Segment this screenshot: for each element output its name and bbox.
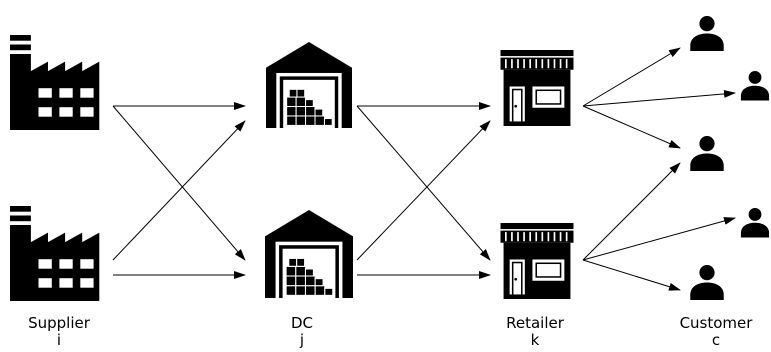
store-icon	[499, 50, 575, 126]
arrow-dc2-retailer1	[356, 120, 491, 261]
arrow-retailer1-customer3	[582, 105, 681, 149]
person-icon	[740, 71, 770, 101]
supplier-index: i	[57, 331, 61, 349]
arrow-supplier1-dc2	[112, 105, 246, 261]
dc-label: DC	[291, 314, 313, 332]
arrow-retailer1-customer2	[582, 89, 736, 107]
arrow-retailer2-customer3	[582, 162, 681, 261]
retailer-label: Retailer	[506, 314, 565, 332]
warehouse-icon	[265, 42, 353, 128]
customer-label: Customer	[680, 314, 754, 332]
dc-index: j	[299, 331, 304, 349]
arrow-supplier2-dc1	[112, 120, 246, 261]
flow-arrows	[112, 47, 736, 291]
arrow-retailer1-customer1	[582, 47, 681, 107]
person-icon	[690, 265, 724, 300]
person-icon	[690, 136, 724, 171]
customer-index: c	[712, 331, 720, 349]
arrow-retailer2-customer4	[582, 217, 736, 261]
person-icon	[740, 208, 770, 238]
arrow-dc1-retailer2	[356, 105, 491, 261]
factory-icon	[10, 35, 100, 130]
factory-icon	[10, 206, 100, 301]
store-icon	[499, 223, 575, 299]
arrow-retailer2-customer5	[582, 259, 681, 291]
supplier-label: Supplier	[28, 314, 91, 332]
person-icon	[690, 16, 724, 51]
retailer-index: k	[531, 331, 540, 349]
warehouse-icon	[264, 210, 354, 298]
